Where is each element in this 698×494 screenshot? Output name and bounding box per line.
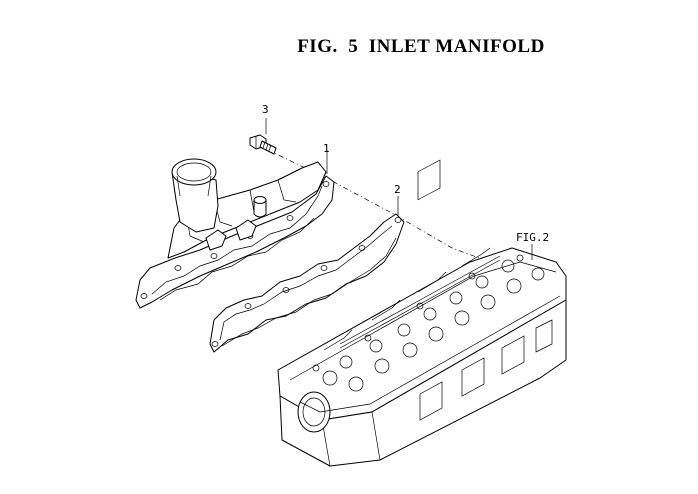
figure-title: FIG. 5 INLET MANIFOLD	[297, 36, 545, 57]
assembly-guide-line	[267, 149, 491, 263]
callout-2: 2	[394, 183, 401, 196]
bolt	[249, 134, 277, 155]
inlet-manifold	[135, 158, 335, 309]
callout-1: 1	[323, 142, 330, 155]
callout-3: 3	[262, 103, 269, 116]
manifold-gasket	[209, 213, 405, 353]
cylinder-head-reference	[277, 159, 567, 467]
callout-fig2: FIG.2	[516, 231, 549, 244]
